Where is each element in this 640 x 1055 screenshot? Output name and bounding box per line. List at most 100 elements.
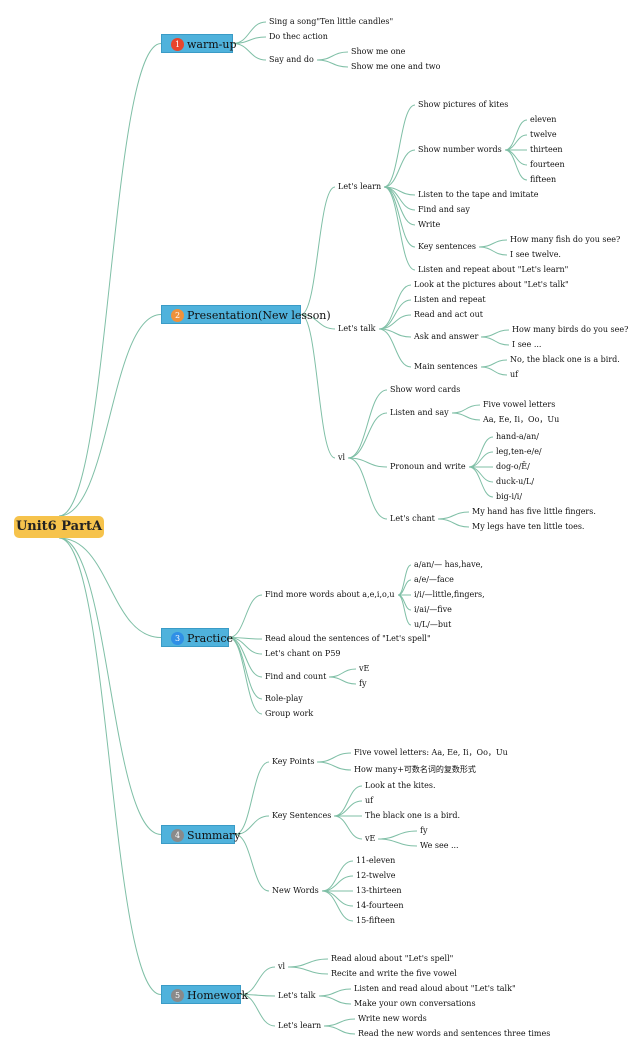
node-how-many-fish[interactable]: How many fish do you see? bbox=[510, 235, 621, 244]
topic-homework[interactable]: 5 Homework bbox=[161, 985, 248, 1004]
node-group-work[interactable]: Group work bbox=[265, 709, 314, 718]
node-recite-write-vowel[interactable]: Recite and write the five vowel bbox=[331, 969, 457, 978]
node-read-new-words-three-times[interactable]: Read the new words and sentences three t… bbox=[358, 1029, 551, 1038]
node-a-an[interactable]: a/an/— has,have, bbox=[414, 560, 483, 569]
node-role-play[interactable]: Role-play bbox=[265, 694, 303, 703]
node-write-new-words[interactable]: Write new words bbox=[358, 1014, 427, 1023]
node-duck[interactable]: duck-u/L/ bbox=[496, 477, 535, 486]
node-look-at-kites[interactable]: Look at the kites. bbox=[365, 781, 436, 790]
node-uf-summary[interactable]: uf bbox=[365, 796, 374, 805]
node-i-ai[interactable]: i/ai/—five bbox=[414, 605, 452, 614]
topic-presentation[interactable]: 2 Presentation(New lesson) bbox=[161, 305, 331, 324]
node-black-one-summary[interactable]: The black one is a bird. bbox=[365, 811, 461, 820]
node-lets-talk[interactable]: Let's talk bbox=[338, 324, 376, 333]
connector-line bbox=[234, 761, 270, 835]
topic-warm-up[interactable]: 1 warm-up bbox=[161, 34, 237, 53]
node-find-and-say[interactable]: Find and say bbox=[418, 205, 470, 214]
node-uf[interactable]: uf bbox=[510, 370, 519, 379]
node-thirteen[interactable]: thirteen bbox=[530, 145, 563, 154]
node-15-fifteen[interactable]: 15-fifteen bbox=[356, 916, 396, 925]
node-my-legs[interactable]: My legs have ten little toes. bbox=[472, 522, 585, 531]
node-listen-and-repeat[interactable]: Listen and repeat bbox=[414, 295, 486, 304]
node-fourteen[interactable]: fourteen bbox=[530, 160, 565, 169]
topic-summary[interactable]: 4 Summary bbox=[161, 825, 241, 844]
node-find-more-words[interactable]: Find more words about a,e,i,o,u bbox=[265, 590, 395, 599]
node-u-l[interactable]: u/L/—but bbox=[414, 620, 452, 629]
node-look-at-pictures[interactable]: Look at the pictures about "Let's talk" bbox=[414, 280, 569, 289]
node-14-fourteen[interactable]: 14-fourteen bbox=[356, 901, 404, 910]
node-find-and-count[interactable]: Find and count bbox=[265, 672, 327, 681]
topic-number-badge: 2 bbox=[171, 309, 184, 322]
node-13-thirteen[interactable]: 13-thirteen bbox=[356, 886, 402, 895]
node-say-and-do[interactable]: Say and do bbox=[269, 55, 314, 64]
node-i-see[interactable]: I see ... bbox=[512, 340, 542, 349]
node-make-own-conversations[interactable]: Make your own conversations bbox=[354, 999, 476, 1008]
node-sing-a-song[interactable]: Sing a song"Ten little candles" bbox=[269, 17, 394, 26]
node-listen-read-lets-talk[interactable]: Listen and read aloud about "Let's talk" bbox=[354, 984, 516, 993]
node-read-aloud-sentences[interactable]: Read aloud the sentences of "Let's spell… bbox=[265, 634, 431, 643]
node-11-eleven[interactable]: 11-eleven bbox=[356, 856, 396, 865]
node-big[interactable]: big-i/i/ bbox=[496, 492, 523, 501]
node-vowels-list[interactable]: Aa, Ee, Ii，Oo，Uu bbox=[483, 415, 560, 424]
node-show-word-cards[interactable]: Show word cards bbox=[390, 385, 461, 394]
node-main-sentences[interactable]: Main sentences bbox=[414, 362, 478, 371]
node-black-one-bird[interactable]: No, the black one is a bird. bbox=[510, 355, 620, 364]
connector-line bbox=[383, 186, 416, 248]
node-pronoun-and-write[interactable]: Pronoun and write bbox=[390, 462, 466, 471]
connector-line bbox=[328, 676, 357, 685]
node-fy-summary[interactable]: fy bbox=[420, 826, 428, 835]
node-vl[interactable]: vl bbox=[338, 453, 346, 462]
connector-line bbox=[480, 336, 510, 346]
node-we-see[interactable]: We see ... bbox=[420, 841, 459, 850]
node-leg-ten[interactable]: leg,ten-e/e/ bbox=[496, 447, 542, 456]
node-lets-chant-p59[interactable]: Let's chant on P59 bbox=[265, 649, 341, 658]
node-fifteen[interactable]: fifteen bbox=[530, 175, 557, 184]
node-lets-talk-homework[interactable]: Let's talk bbox=[278, 991, 316, 1000]
connector-line bbox=[58, 537, 162, 835]
node-key-points[interactable]: Key Points bbox=[272, 757, 315, 766]
node-fy[interactable]: fy bbox=[359, 679, 367, 688]
node-hand[interactable]: hand-a/an/ bbox=[496, 432, 539, 441]
node-how-many-birds[interactable]: How many birds do you see? bbox=[512, 325, 629, 334]
node-12-twelve[interactable]: 12-twelve bbox=[356, 871, 396, 880]
node-listen-tape-imitate[interactable]: Listen to the tape and imitate bbox=[418, 190, 539, 199]
node-ve-summary[interactable]: vE bbox=[365, 834, 376, 843]
node-five-vowel-letters-full[interactable]: Five vowel letters: Aa, Ee, Ii，Oo，Uu bbox=[354, 748, 508, 757]
node-do-action[interactable]: Do thec action bbox=[269, 32, 328, 41]
node-write[interactable]: Write bbox=[418, 220, 441, 229]
connector-line bbox=[480, 366, 508, 376]
connector-line bbox=[377, 838, 418, 847]
node-a-e[interactable]: a/e/—face bbox=[414, 575, 454, 584]
node-read-and-act-out[interactable]: Read and act out bbox=[414, 310, 483, 319]
connector-line bbox=[323, 1018, 356, 1027]
node-i-see-twelve[interactable]: I see twelve. bbox=[510, 250, 561, 259]
node-vl-homework[interactable]: vl bbox=[278, 962, 286, 971]
node-key-sentences[interactable]: Key sentences bbox=[418, 242, 476, 251]
node-how-many-plural[interactable]: How many+可数名词的复数形式 bbox=[354, 765, 476, 774]
node-twelve[interactable]: twelve bbox=[530, 130, 557, 139]
node-lets-learn[interactable]: Let's learn bbox=[338, 182, 382, 191]
node-i-i[interactable]: i/i/—little,fingers, bbox=[414, 590, 485, 599]
node-my-hand[interactable]: My hand has five little fingers. bbox=[472, 507, 596, 516]
root-topic[interactable]: Unit6 PartA bbox=[14, 516, 104, 538]
node-ask-and-answer[interactable]: Ask and answer bbox=[414, 332, 479, 341]
node-show-me-one-and-two[interactable]: Show me one and two bbox=[351, 62, 441, 71]
node-eleven[interactable]: eleven bbox=[530, 115, 557, 124]
node-listen-and-say[interactable]: Listen and say bbox=[390, 408, 449, 417]
node-lets-chant[interactable]: Let's chant bbox=[390, 514, 435, 523]
node-five-vowel-letters[interactable]: Five vowel letters bbox=[483, 400, 556, 409]
node-new-words[interactable]: New Words bbox=[272, 886, 319, 895]
connector-line bbox=[228, 637, 263, 715]
node-show-me-one[interactable]: Show me one bbox=[351, 47, 406, 56]
node-show-pictures-of-kites[interactable]: Show pictures of kites bbox=[418, 100, 509, 109]
node-dog[interactable]: dog-o/Ē/ bbox=[496, 462, 530, 471]
node-read-aloud-lets-spell[interactable]: Read aloud about "Let's spell" bbox=[331, 954, 454, 963]
node-show-number-words[interactable]: Show number words bbox=[418, 145, 502, 154]
node-ve[interactable]: vE bbox=[359, 664, 370, 673]
node-key-sentences-summary[interactable]: Key Sentences bbox=[272, 811, 332, 820]
node-listen-repeat-lets-learn[interactable]: Listen and repeat about "Let's learn" bbox=[418, 265, 569, 274]
connector-line bbox=[480, 359, 508, 368]
connector-line bbox=[383, 186, 416, 226]
node-lets-learn-homework[interactable]: Let's learn bbox=[278, 1021, 322, 1030]
topic-practice[interactable]: 3 Practice bbox=[161, 628, 233, 647]
